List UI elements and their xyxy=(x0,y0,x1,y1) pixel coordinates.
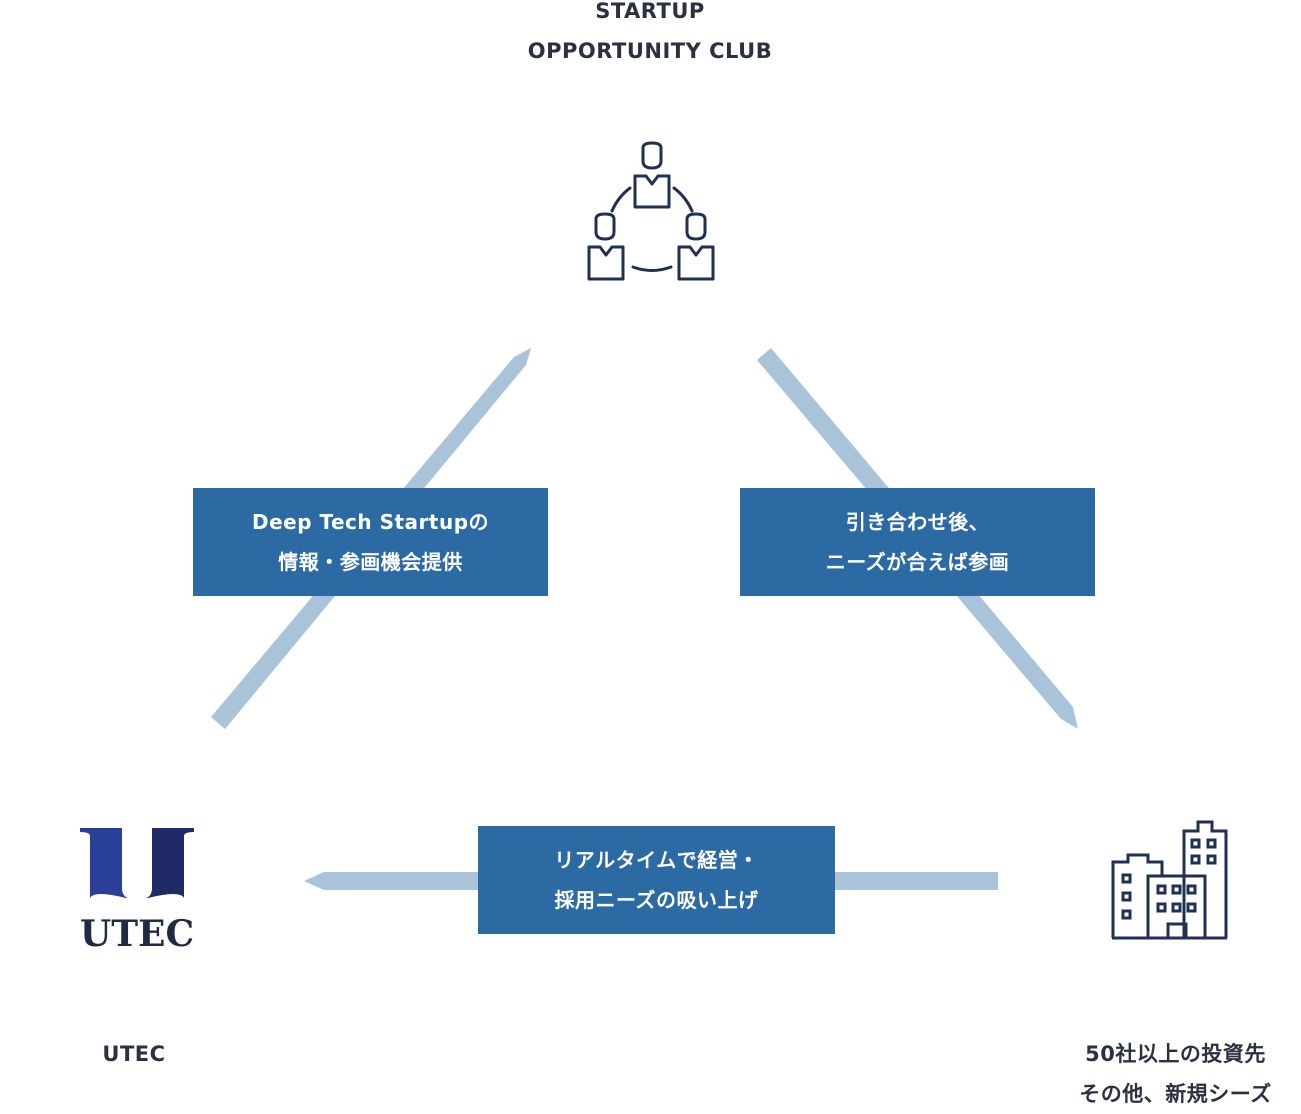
investees-title: 50社以上の投資先 その他、新規シーズ xyxy=(1050,1034,1301,1114)
investees-title-line1: 50社以上の投資先 xyxy=(1085,1042,1266,1066)
flow-label-club-to-investees: 引き合わせ後、 ニーズが合えば参画 xyxy=(740,488,1095,596)
flow-label-investees-to-utec-line1: リアルタイムで経営・ xyxy=(554,848,759,872)
flow-label-investees-to-utec: リアルタイムで経営・ 採用ニーズの吸い上げ xyxy=(478,826,835,934)
investees-title-line2: その他、新規シーズ xyxy=(1079,1082,1272,1106)
office-building-icon xyxy=(1111,820,1228,940)
people-network-icon xyxy=(587,141,715,281)
club-title: STARTUP OPPORTUNITY CLUB xyxy=(450,0,850,71)
flow-label-investees-to-utec-line2: 採用ニーズの吸い上げ xyxy=(554,888,759,912)
flow-label-club-to-investees-line1: 引き合わせ後、 xyxy=(845,510,990,534)
flow-label-utec-to-club: Deep Tech Startupの 情報・参画機会提供 xyxy=(193,488,548,596)
utec-logo-left-mark xyxy=(80,828,128,898)
utec-logo-right-mark xyxy=(146,828,194,898)
flow-label-utec-to-club-line1: Deep Tech Startupの xyxy=(251,510,490,534)
utec-title: UTEC xyxy=(102,1042,166,1066)
club-title-line2: OPPORTUNITY CLUB xyxy=(527,39,773,63)
utec-logo-text: UTEC xyxy=(80,913,194,950)
flow-label-utec-to-club-line2: 情報・参画機会提供 xyxy=(278,550,463,574)
club-title-line1: STARTUP xyxy=(595,0,705,23)
utec-logo: UTEC xyxy=(80,828,194,950)
flow-label-club-to-investees-line2: ニーズが合えば参画 xyxy=(825,550,1010,574)
